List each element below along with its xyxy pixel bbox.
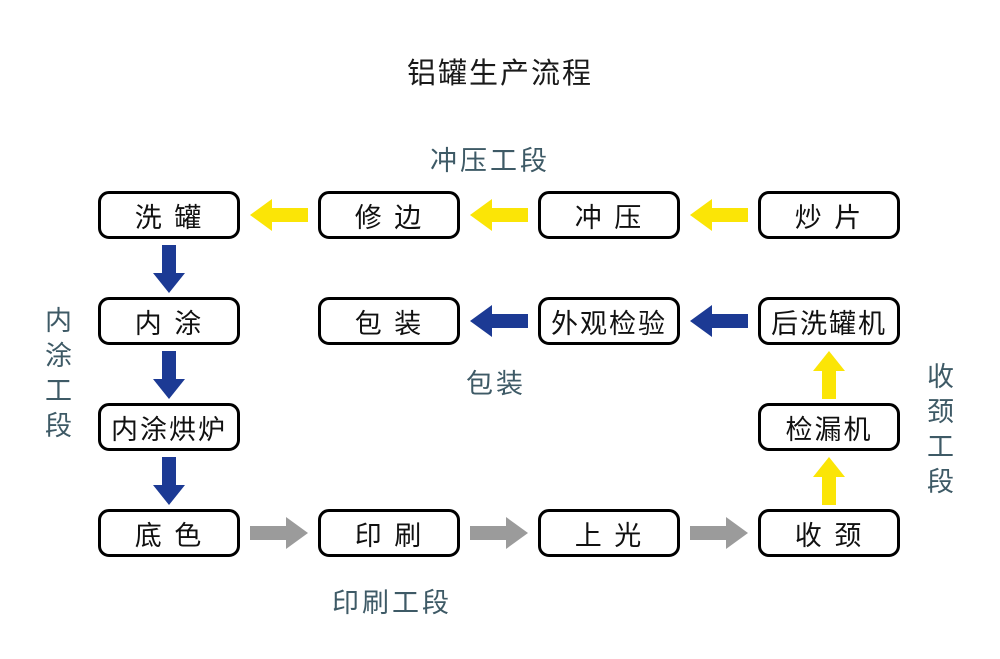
node-post-wash-machine: 后洗罐机 [758, 297, 900, 345]
arrow-left-icon [470, 305, 528, 337]
node-neck: 收 颈 [758, 509, 900, 557]
section-label-necking: 收颈工段 [922, 362, 953, 502]
node-pack: 包 装 [318, 297, 460, 345]
arrow-left-icon [470, 199, 528, 231]
arrow-right-icon [470, 517, 528, 549]
node-print: 印 刷 [318, 509, 460, 557]
arrow-left-icon [250, 199, 308, 231]
section-label-packaging: 包装 [466, 369, 526, 400]
arrow-right-icon [690, 517, 748, 549]
arrow-left-icon [690, 199, 748, 231]
arrow-down-icon [153, 351, 185, 399]
node-visual-inspect: 外观检验 [538, 297, 680, 345]
page-title: 铝罐生产流程 [406, 56, 593, 90]
section-label-inner-coating: 内涂工段 [40, 306, 71, 446]
section-label-printing: 印刷工段 [332, 588, 452, 619]
node-base-color: 底 色 [98, 509, 240, 557]
arrow-left-icon [690, 305, 748, 337]
node-stamp: 冲 压 [538, 191, 680, 239]
arrow-up-icon [813, 351, 845, 399]
node-coating-oven: 内涂烘炉 [98, 403, 240, 451]
node-varnish: 上 光 [538, 509, 680, 557]
arrow-down-icon [153, 457, 185, 505]
section-label-stamping: 冲压工段 [430, 146, 550, 177]
arrow-right-icon [250, 517, 308, 549]
node-inner-coat: 内 涂 [98, 297, 240, 345]
arrow-up-icon [813, 457, 845, 505]
node-sheet: 炒 片 [758, 191, 900, 239]
node-wash-can: 洗 罐 [98, 191, 240, 239]
node-leak-tester: 检漏机 [758, 403, 900, 451]
node-trim: 修 边 [318, 191, 460, 239]
arrow-down-icon [153, 245, 185, 293]
